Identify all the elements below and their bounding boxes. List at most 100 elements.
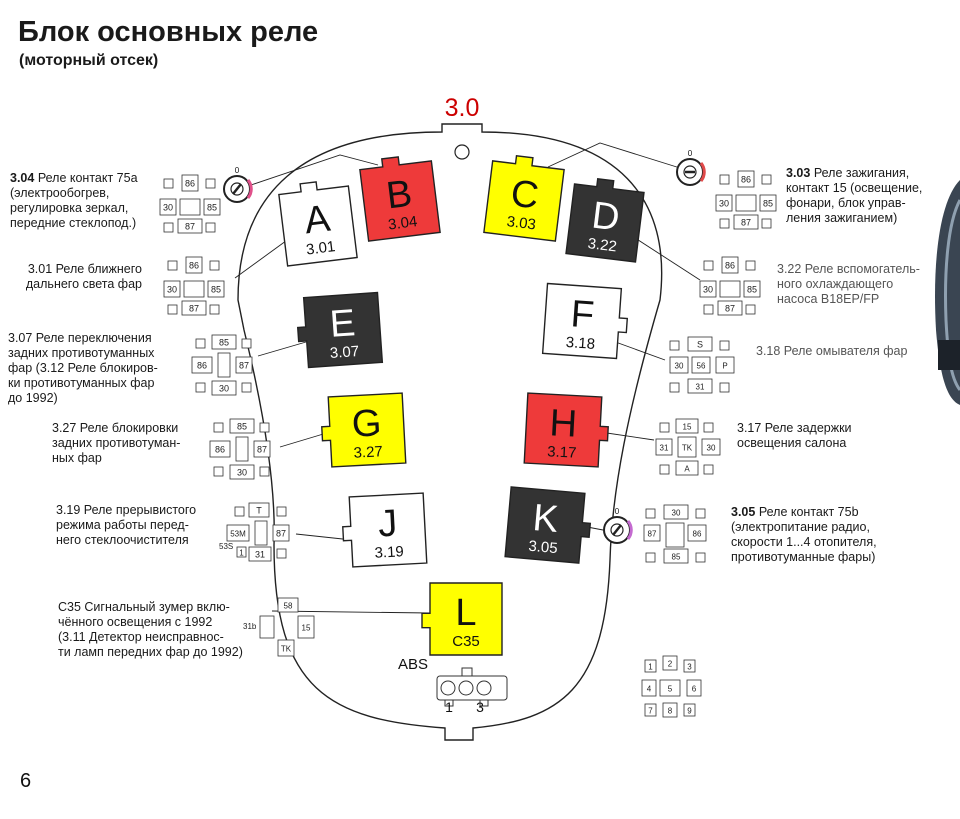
- relay-g: G3.27: [321, 392, 407, 468]
- pin-box: [272, 524, 290, 542]
- block-label: 3.0: [445, 94, 480, 122]
- pin-box: [683, 703, 696, 717]
- abs-connector: [436, 667, 508, 707]
- relay-body: [504, 486, 592, 564]
- pin-box: [241, 338, 252, 349]
- leader-line: [234, 237, 291, 279]
- pin-box: [645, 552, 656, 563]
- pin-box: [659, 422, 670, 433]
- connector-symbol-3-04: 0: [223, 166, 253, 203]
- pin-box: [241, 382, 252, 393]
- pin-box: [686, 679, 702, 697]
- relay-c: C3.03: [483, 154, 565, 242]
- leader-line: [295, 533, 353, 541]
- label-3-03-line: ления зажиганием): [786, 211, 898, 225]
- abs-pin-1: 1: [445, 699, 453, 715]
- relay-code: 3.22: [587, 235, 618, 255]
- pin-label: 85: [763, 199, 773, 209]
- pin-box: [191, 356, 213, 374]
- mounting-hole: [454, 144, 470, 160]
- relay-code: 3.07: [329, 343, 359, 362]
- label-3-18-line: 3.18 Реле омывателя фар: [756, 344, 908, 358]
- pin-box: [226, 524, 250, 542]
- pin-box: [183, 280, 205, 298]
- label-3-19-line: 3.19 Реле прерывистого: [56, 503, 197, 517]
- label-3-03-number: 3.03: [786, 166, 811, 180]
- pin-label: 86: [189, 261, 199, 271]
- pin-box: [229, 464, 255, 480]
- pin-box: [211, 380, 237, 396]
- pin-box: [259, 422, 270, 433]
- pin-box: [687, 336, 713, 352]
- label-relay-c35: С35 Сигнальный зумер вклю- чённого освещ…: [58, 600, 243, 660]
- pin-label: 87: [185, 222, 195, 232]
- pin-box: [703, 422, 714, 433]
- pin-label: 85: [219, 338, 229, 348]
- label-c35-line: чённого освещения с 1992: [58, 615, 213, 629]
- pin-label: 15: [683, 423, 692, 432]
- relay-code: 3.19: [374, 543, 404, 562]
- relay-letter: E: [328, 302, 356, 346]
- label-relay-3-19: 3.19 Реле прерывистого режима работы пер…: [56, 503, 196, 548]
- pin-box: [662, 702, 678, 718]
- label-relay-3-04: 3.04 Реле контакт 75а (электрообогрев, р…: [10, 171, 138, 231]
- label-relay-3-18: 3.18 Реле омывателя фар: [756, 344, 907, 359]
- label-3-19-line: режима работы перед-: [56, 518, 189, 532]
- pin-box: [735, 194, 757, 212]
- pin-box: [213, 466, 224, 477]
- label-3-05-line: скорости 1...4 отопителя,: [731, 535, 877, 549]
- pin-label: 86: [725, 261, 735, 271]
- label-3-17-line: освещения салона: [737, 436, 847, 450]
- label-3-27-line: задних противотуман-: [52, 436, 181, 450]
- pin-label: 85: [672, 553, 681, 562]
- label-relay-3-07: 3.07 Реле переключения задних противотум…: [8, 331, 158, 406]
- label-relay-3-27: 3.27 Реле блокировки задних противотуман…: [52, 421, 180, 466]
- relay-code: C35: [452, 633, 480, 650]
- label-relay-3-05: 3.05 Реле контакт 75b (электропитание ра…: [731, 505, 877, 565]
- pin-box: [645, 508, 656, 519]
- relay-body: [342, 492, 428, 568]
- pin-label: A: [684, 465, 690, 474]
- pin-box: [759, 194, 777, 212]
- pin-label: 53S: [219, 542, 233, 551]
- relay-letter: D: [590, 195, 622, 240]
- pin-box: [663, 548, 689, 564]
- relay-body: [483, 154, 565, 242]
- pin-box: [659, 679, 681, 697]
- pin-label: 85: [207, 203, 217, 213]
- pin-label: P: [722, 362, 727, 371]
- pin-box: [687, 524, 707, 542]
- relay-letter: L: [455, 592, 476, 634]
- pin-box: [209, 304, 220, 315]
- pin-box: [236, 546, 247, 558]
- leader-line: [257, 341, 307, 357]
- pin-box: [277, 597, 299, 613]
- pin-label: 15: [302, 624, 311, 633]
- pin-box: [163, 222, 174, 233]
- pin-box: [655, 438, 673, 456]
- pin-label: 86: [215, 445, 225, 455]
- pin-box: [715, 194, 733, 212]
- pin-box: [235, 356, 253, 374]
- pin-box: [719, 174, 730, 185]
- relay-body: [523, 392, 609, 468]
- leader-line: [631, 235, 701, 281]
- leader-line: [609, 339, 666, 361]
- pin-box: [761, 218, 772, 229]
- pin-label: 86: [693, 530, 702, 539]
- pin-box: [209, 260, 220, 271]
- pin-box: [179, 198, 201, 216]
- page-number: 6: [20, 770, 32, 792]
- pin-box: [277, 639, 295, 657]
- label-3-05-line: Реле контакт 75b: [758, 505, 859, 519]
- pin-box: [644, 703, 657, 717]
- pin-box: [253, 440, 271, 458]
- label-3-07-line: фар (3.12 Реле блокиров-: [8, 361, 158, 375]
- pin-box: [209, 440, 231, 458]
- pin-label: T: [256, 506, 262, 516]
